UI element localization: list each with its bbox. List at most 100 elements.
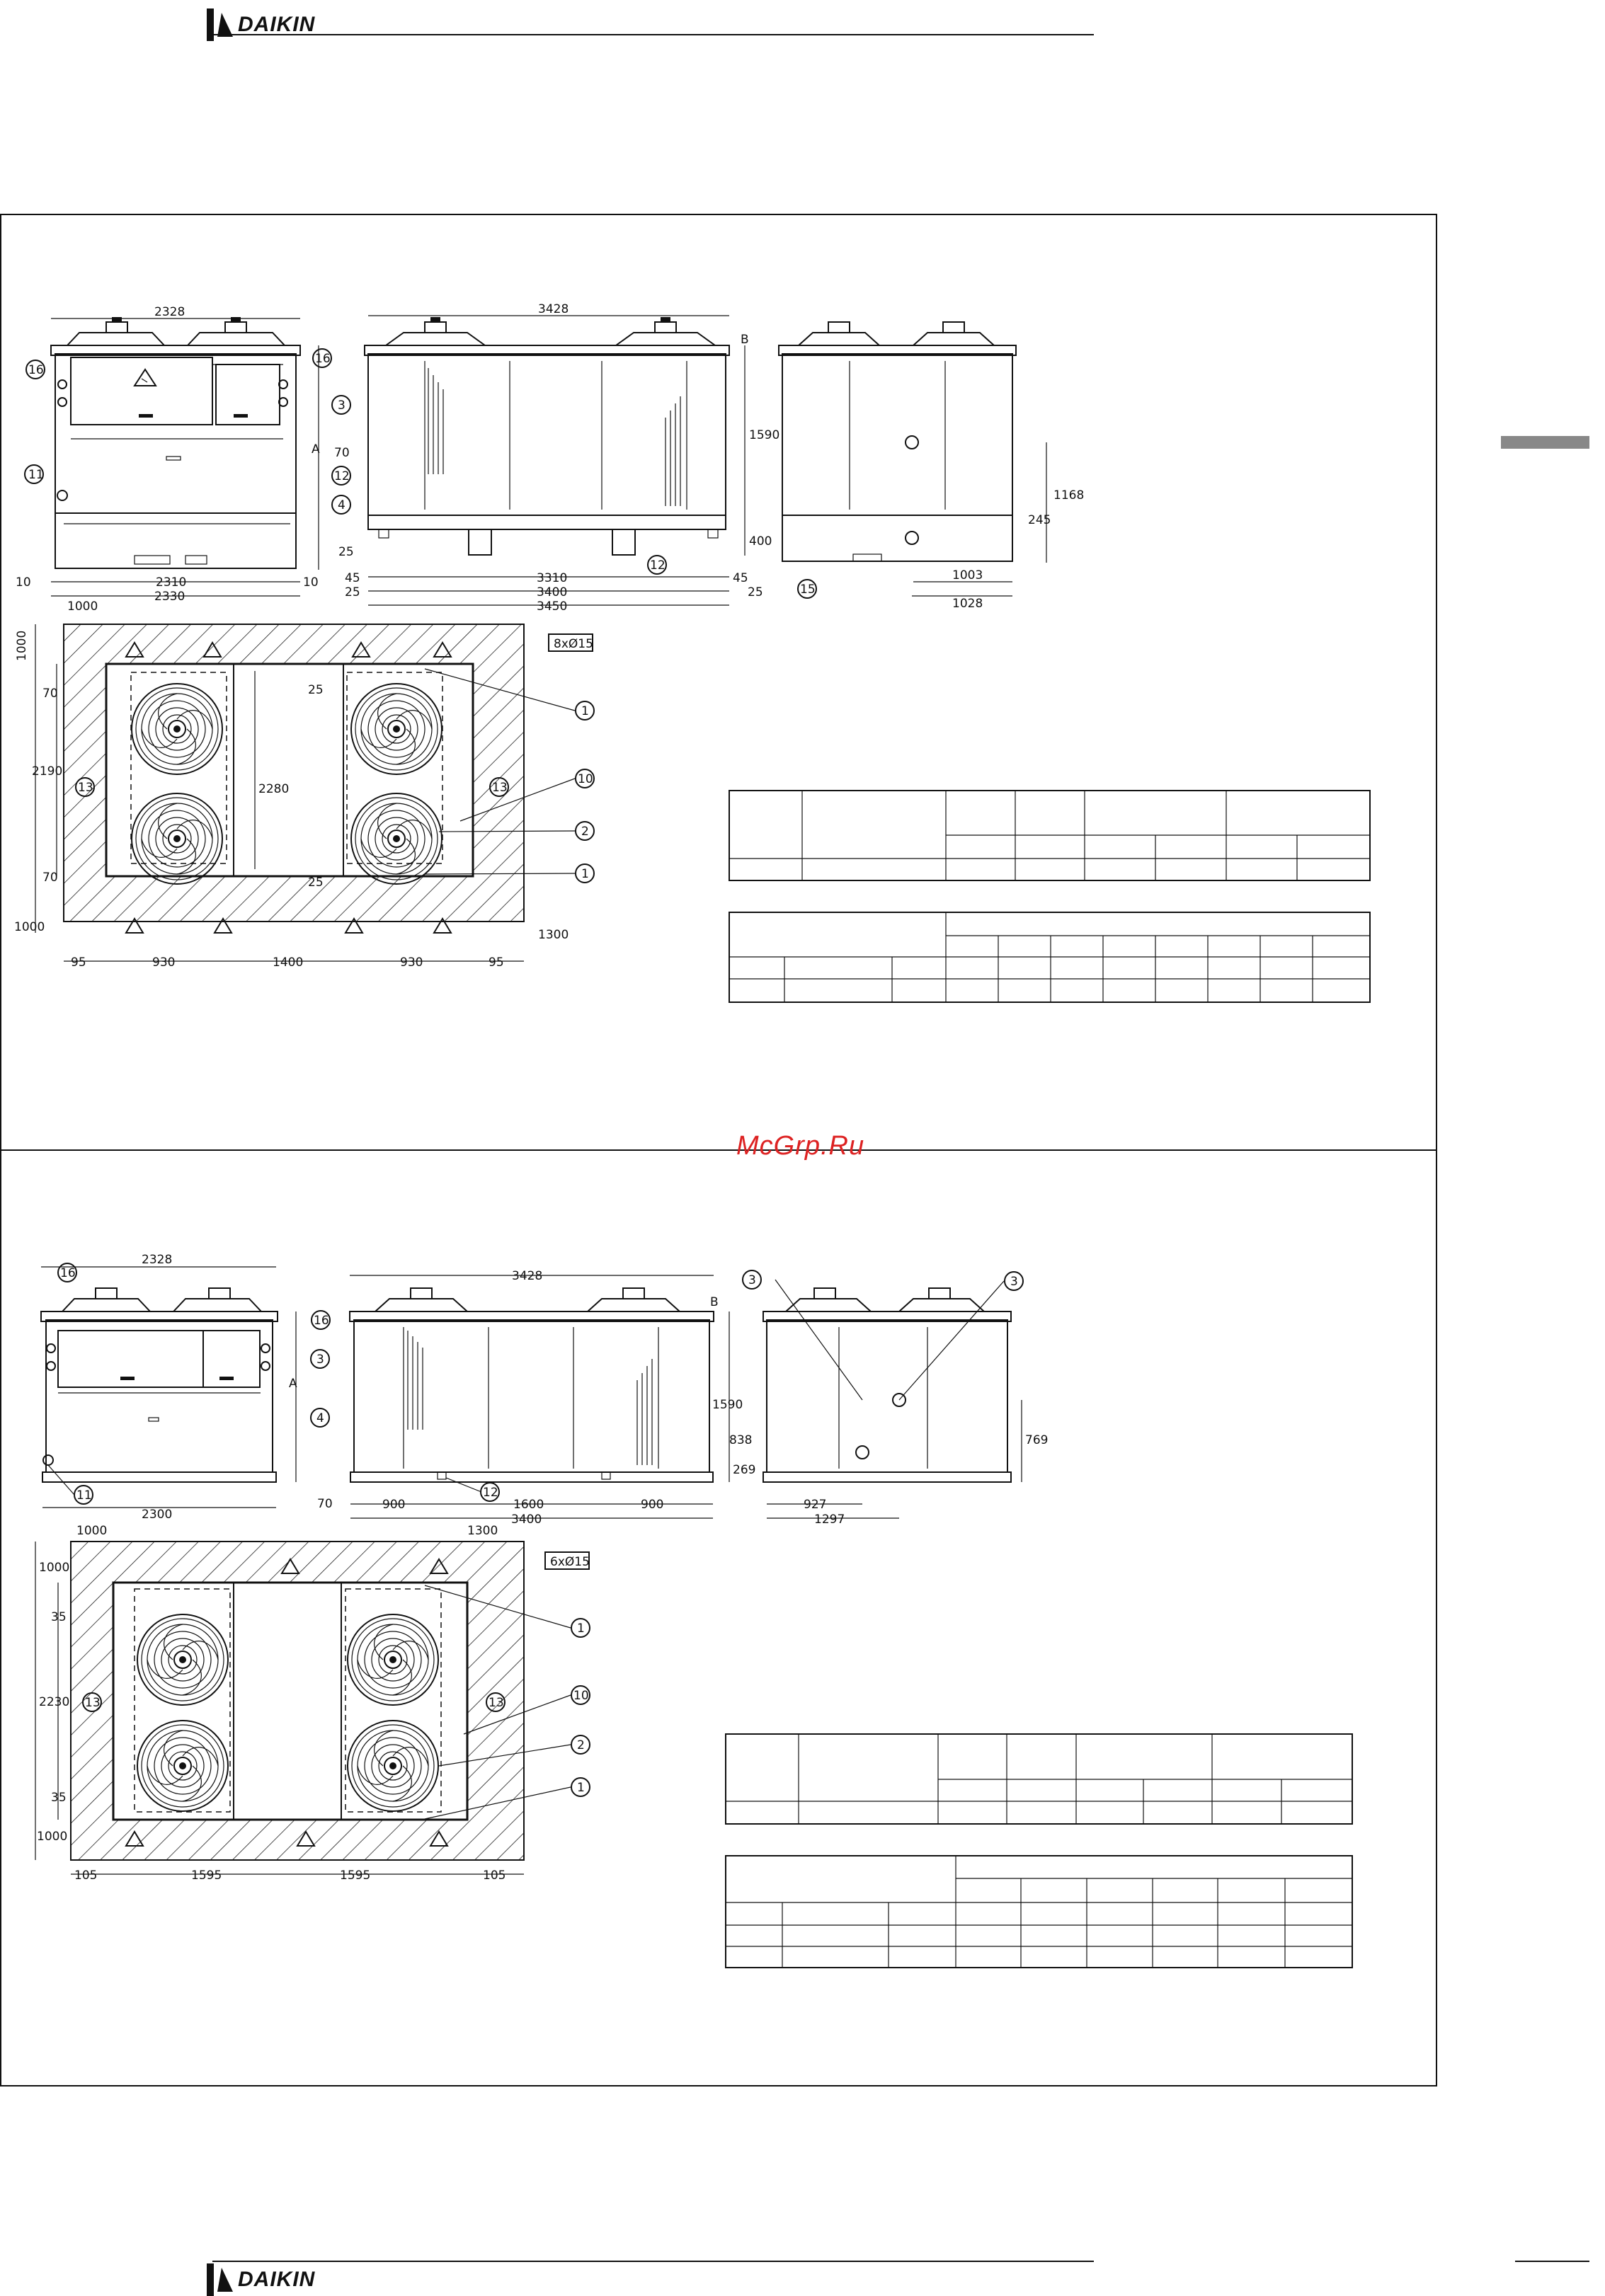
daikin-logo-header: DAIKIN <box>207 8 315 41</box>
d2-rear-dim-269: 269 <box>733 1463 755 1477</box>
d2-rear-dim-1297: 1297 <box>814 1513 845 1527</box>
d1-side-dim-3450: 3450 <box>537 599 567 614</box>
d2-plan-view: 1000 1000 1300 35 2230 35 1000 105 1595 … <box>35 1524 590 1883</box>
d1-table-1 <box>729 790 1371 881</box>
d1-plan-view: 1000 1000 70 2190 70 1000 2280 25 25 95 … <box>14 599 595 970</box>
d1-side-dim-b: B <box>741 333 749 347</box>
d1-side-dim-400: 400 <box>749 534 772 549</box>
d2-callout-3a: 3 <box>316 1353 324 1367</box>
section-tab <box>1501 436 1589 449</box>
header-rule <box>212 34 1094 35</box>
d1-rear-dim-245: 245 <box>1028 513 1051 527</box>
d2-rear-dim-838: 838 <box>729 1433 752 1447</box>
d2-callout-10: 10 <box>573 1689 589 1703</box>
d1-callout-12a: 12 <box>334 469 350 483</box>
d2-callout-3b: 3 <box>748 1273 756 1287</box>
d2-side-dim-70: 70 <box>317 1497 333 1511</box>
d2-side-dim-3400: 3400 <box>511 1513 542 1527</box>
d2-plan-holes: 6xØ15 <box>550 1555 590 1569</box>
d1-front-dim-10a: 10 <box>16 575 31 590</box>
d1-callout-3: 3 <box>338 398 345 413</box>
d1-front-dim-2328: 2328 <box>154 305 185 319</box>
logo-mark-icon <box>217 2268 237 2292</box>
d1-front-view: 2328 10 2310 10 2330 A 16 16 11 <box>16 305 332 604</box>
d1-plan-dim-70a: 70 <box>42 687 58 701</box>
d2-plan-dim-1595b: 1595 <box>340 1869 370 1883</box>
d2-plan-dim-35a: 35 <box>51 1610 67 1624</box>
d2-side-dim-1600: 1600 <box>513 1498 544 1512</box>
d2-table-2 <box>725 1855 1353 1968</box>
d1-plan-dim-25b: 25 <box>308 876 324 890</box>
drawing-panel-2 <box>0 1149 1437 2087</box>
logo-bar <box>207 2263 214 2296</box>
d1-side-dim-3428: 3428 <box>538 302 569 316</box>
d2-callout-3c: 3 <box>1010 1275 1018 1289</box>
footer-rule-right <box>1515 2261 1589 2262</box>
d1-callout-16b: 16 <box>315 352 331 366</box>
d1-side-dim-70: 70 <box>334 446 350 460</box>
d2-callout-16a: 16 <box>60 1266 76 1280</box>
d2-plan-dim-1000b: 1000 <box>37 1830 67 1844</box>
d1-callout-15: 15 <box>800 582 816 597</box>
d1-plan-dim-930a: 930 <box>152 955 175 970</box>
d2-side-dim-900a: 900 <box>382 1498 405 1512</box>
d1-front-dim-10b: 10 <box>303 575 319 590</box>
d1-callout-16a: 16 <box>28 363 44 377</box>
d1-side-dim-25b: 25 <box>748 585 763 599</box>
d1-rear-view: 1003 1028 1168 245 15 <box>778 321 1084 611</box>
d1-front-dim-2330: 2330 <box>154 590 185 604</box>
d2-callout-4: 4 <box>316 1411 324 1425</box>
d1-table-2 <box>729 912 1371 1003</box>
d1-plan-dim-70b: 70 <box>42 871 58 885</box>
d1-plan-dim-95b: 95 <box>489 955 504 970</box>
d1-plan-dim-1000-left: 1000 <box>67 599 98 614</box>
d1-side-dim-25a: 25 <box>345 585 360 599</box>
d1-callout-13a: 13 <box>78 781 93 795</box>
d1-rear-dim-1003: 1003 <box>952 568 983 582</box>
d1-side-dim-3400: 3400 <box>537 585 567 599</box>
d2-side-dim-b: B <box>710 1295 719 1309</box>
d2-rear-dim-927: 927 <box>804 1498 826 1512</box>
d2-plan-dim-35b: 35 <box>51 1791 67 1805</box>
d1-callout-1a: 1 <box>581 704 589 718</box>
d1-plan-dim-1000a: 1000 <box>15 631 29 661</box>
d2-side-dim-3428: 3428 <box>512 1269 542 1283</box>
d1-side-dim-1590: 1590 <box>749 428 779 442</box>
brand-name-footer: DAIKIN <box>238 2268 316 2291</box>
d1-plan-dim-2190: 2190 <box>32 764 62 779</box>
d2-front-dim-2300: 2300 <box>142 1508 172 1522</box>
d1-side-view: 3428 45 3310 45 25 3400 25 3450 70 25 15… <box>331 302 779 614</box>
d1-plan-dim-1300: 1300 <box>538 928 569 942</box>
d2-rear-view: 927 1297 838 269 769 3 3 <box>729 1270 1048 1527</box>
daikin-logo-footer: DAIKIN <box>207 2263 315 2296</box>
d2-callout-2: 2 <box>577 1738 585 1752</box>
d2-callout-12: 12 <box>483 1486 498 1500</box>
d2-plan-dim-1595a: 1595 <box>191 1869 222 1883</box>
d2-callout-13a: 13 <box>85 1696 101 1710</box>
d1-plan-holes: 8xØ15 <box>554 637 593 651</box>
d1-plan-dim-1000b: 1000 <box>14 920 45 934</box>
d1-rear-dim-1028: 1028 <box>952 597 983 611</box>
d1-callout-12b: 12 <box>650 558 666 573</box>
brand-name: DAIKIN <box>238 13 316 36</box>
d2-callout-1a: 1 <box>577 1621 585 1636</box>
d1-side-dim-3310: 3310 <box>537 571 567 585</box>
d2-plan-dim-2230: 2230 <box>39 1695 69 1709</box>
d1-plan-dim-1400: 1400 <box>273 955 303 970</box>
d1-callout-13b: 13 <box>492 781 508 795</box>
d2-plan-dim-105a: 105 <box>74 1869 97 1883</box>
d2-callout-1b: 1 <box>577 1781 585 1795</box>
d1-plan-dim-25a: 25 <box>308 683 324 697</box>
d2-plan-dim-1300: 1300 <box>467 1524 498 1538</box>
d2-front-dim-a: A <box>289 1377 297 1391</box>
d1-callout-1b: 1 <box>581 867 589 881</box>
d2-callout-11: 11 <box>76 1488 92 1503</box>
d2-plan-dim-105b: 105 <box>483 1869 506 1883</box>
footer-rule <box>212 2261 1094 2262</box>
d2-front-dim-2328: 2328 <box>142 1253 172 1267</box>
d2-rear-dim-769: 769 <box>1025 1433 1048 1447</box>
d2-plan-dim-1000a: 1000 <box>39 1561 69 1575</box>
d1-plan-dim-2280: 2280 <box>258 782 289 796</box>
d1-rear-dim-1168: 1168 <box>1053 488 1084 503</box>
